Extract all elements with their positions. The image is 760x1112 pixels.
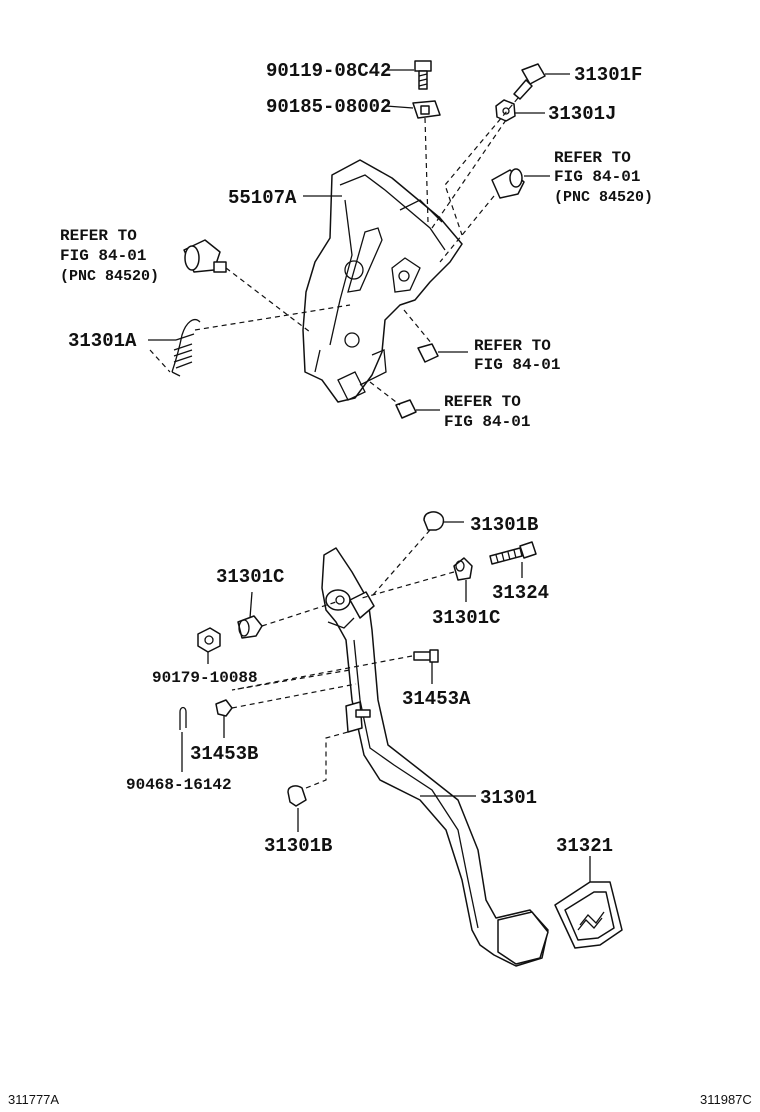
label-31301C-right: 31301C	[432, 607, 500, 629]
stop-switch-left-part	[183, 239, 227, 273]
label-31321: 31321	[556, 835, 613, 857]
footer-code-left: 311777A	[8, 1092, 59, 1107]
label-31301F: 31301F	[574, 64, 642, 86]
label-31301B-bottom: 31301B	[264, 835, 332, 857]
bolt-90119-part	[414, 60, 432, 90]
label-31453B: 31453B	[190, 743, 258, 765]
clutch-pedal-arm-part	[321, 547, 549, 967]
nut-refer-lower-part	[395, 399, 417, 419]
cushion-31301B-top-part	[423, 511, 445, 531]
bolt-31301F-part	[513, 63, 546, 100]
label-31301J: 31301J	[548, 103, 616, 125]
nut-90179-part	[197, 627, 221, 653]
bushing-31301C-right-part	[453, 557, 473, 581]
label-90179-10088: 90179-10088	[152, 669, 258, 687]
label-refer-right-line1: REFER TO	[554, 149, 631, 167]
label-refer-nut1-line1: REFER TO	[474, 337, 551, 355]
label-refer-right-line3: (PNC 84520)	[554, 189, 653, 206]
label-31453A: 31453A	[402, 688, 471, 710]
footer-code-right: 311987C	[700, 1092, 752, 1107]
label-90119-08C42: 90119-08C42	[266, 60, 391, 82]
cushion-31301B-bottom-part	[287, 785, 307, 807]
label-refer-left-line1: REFER TO	[60, 227, 137, 245]
label-refer-nut2-line1: REFER TO	[444, 393, 521, 411]
label-31301: 31301	[480, 787, 537, 809]
label-refer-right-line2: FIG 84-01	[554, 168, 640, 186]
bushing-31301C-left-part	[237, 615, 263, 639]
label-31301A: 31301A	[68, 330, 137, 352]
label-refer-nut1-line2: FIG 84-01	[474, 356, 560, 374]
label-90185-08002: 90185-08002	[266, 96, 391, 118]
label-refer-nut2-line2: FIG 84-01	[444, 413, 530, 431]
bolt-31324-part	[489, 541, 537, 565]
label-refer-left-line3: (PNC 84520)	[60, 268, 159, 285]
label-90468-16142: 90468-16142	[126, 776, 232, 794]
bushing-31453B-part	[215, 699, 233, 717]
pedal-pad-31321-part	[554, 881, 623, 949]
label-31301C-left: 31301C	[216, 566, 284, 588]
pin-31453A-part	[413, 649, 439, 663]
label-31301B-top: 31301B	[470, 514, 538, 536]
pedal-bracket-part	[302, 159, 463, 403]
spring-31301A-part	[171, 319, 201, 377]
clip-90185-part	[412, 100, 441, 119]
label-55107A: 55107A	[228, 187, 297, 209]
label-refer-left-line2: FIG 84-01	[60, 247, 146, 265]
stop-switch-right-part	[491, 168, 525, 199]
clip-90468-part	[179, 706, 187, 730]
label-31324: 31324	[492, 582, 549, 604]
nut-refer-upper-part	[417, 343, 439, 363]
nut-31301J-part	[495, 99, 516, 122]
